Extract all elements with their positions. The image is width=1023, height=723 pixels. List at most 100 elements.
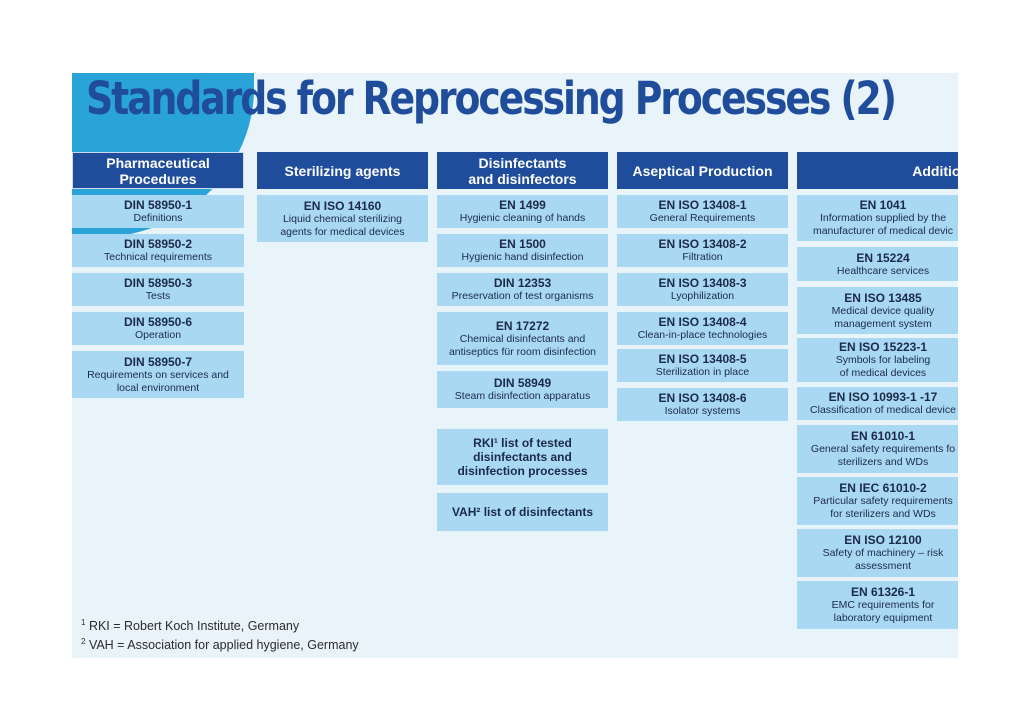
standard-desc: Requirements on services and local envir… [87,368,229,394]
standard-code: EN ISO 13408-1 [658,198,747,212]
standard-desc: Operation [134,329,182,341]
column-header: Addition [797,152,958,189]
footnote-text: VAH = Association for applied hygiene, G… [88,638,359,653]
footnote-vah: 2 VAH = Association for applied hygiene,… [81,634,359,653]
column-header: Aseptical Production [617,152,788,189]
standard-desc: Particular safety requirements for steri… [813,495,953,520]
footnote-rki: 1 RKI = Robert Koch Institute, Germany [81,615,359,634]
standard-desc: EMC requirements for laboratory equipmen… [831,599,935,624]
standard-code: EN 61326-1 [850,585,916,599]
standard-desc: Hygienic hand disinfection [461,251,584,263]
standard-code: EN 1041 [859,198,907,212]
standard-desc: General safety requirements fo sterilize… [810,443,956,468]
standard-code: EN ISO 13408-5 [658,352,747,366]
standard-desc: Tests [145,290,171,302]
standard-code: EN ISO 13408-4 [658,315,747,329]
page-title: Standards for Reprocessing Processes (2) [86,73,897,125]
footnote-mark: 1 [81,618,86,627]
standard-desc: Preservation of test organisms [451,290,594,302]
standard-desc: Safety of machinery – risk assessment [822,547,944,572]
standard-code: DIN 58950-3 [123,276,193,290]
standard-desc: Medical device quality management system [831,304,935,330]
column-header: Sterilizing agents [257,152,428,189]
standard-code: DIN 58950-2 [123,237,193,251]
column-header: Pharmaceutical Procedures [72,152,244,189]
standard-desc: Steam disinfection apparatus [454,390,591,402]
standard-code: EN ISO 12100 [844,533,922,547]
standard-desc: Filtration [682,251,723,263]
standard-code: EN ISO 13408-6 [658,391,747,405]
standard-code: EN ISO 14160 [303,198,382,213]
standard-code: DIN 58950-1 [123,198,193,212]
slide: Standards for Reprocessing Processes (2)… [72,73,958,658]
footnotes: 1 RKI = Robert Koch Institute, Germany 2… [81,615,359,653]
standard-code: DIN 58950-6 [123,315,193,329]
standard-code: DIN 58949 [493,376,552,390]
standard-code: EN 17272 [495,318,550,333]
standard-code: EN ISO 10993-1 -17 [828,390,938,404]
vah-list-label: VAH² list of disinfectants [451,505,594,519]
standard-code: EN 1500 [499,237,546,251]
footnote-text: RKI = Robert Koch Institute, Germany [88,619,300,634]
standard-code: EN 15224 [856,250,910,265]
standard-desc: General Requirements [649,212,756,224]
standard-code: EN IEC 61010-2 [839,481,927,495]
column-header: Disinfectants and disinfectors [437,152,608,189]
standard-desc: Liquid chemical sterilizing agents for m… [280,212,405,238]
standard-desc: Symbols for labeling of medical devices [835,354,931,379]
rki-list-label: RKI¹ list of tested disinfectants and di… [457,436,588,478]
standard-desc: Definitions [133,212,183,224]
standard-code: EN ISO 13408-3 [658,276,747,290]
standard-desc: Chemical disinfectants and antiseptics f… [448,332,597,358]
standard-desc: Information supplied by the manufacturer… [812,212,954,237]
standard-card: RKI¹ list of tested disinfectants and di… [437,429,608,485]
standard-desc: Hygienic cleaning of hands [459,212,586,224]
standard-code: EN 61010-1 [850,429,916,443]
standard-code: EN ISO 13485 [844,290,922,305]
standard-desc: Classification of medical device [810,404,956,416]
standard-code: DIN 58950-7 [123,354,193,369]
footnote-mark: 2 [81,637,86,647]
standard-code: EN 1499 [499,198,546,212]
standard-desc: Technical requirements [104,251,212,263]
standard-desc: Isolator systems [664,405,741,417]
standard-desc: Sterilization in place [655,366,750,378]
standard-code: EN ISO 13408-2 [658,237,747,251]
standard-code: DIN 12353 [493,276,552,290]
standard-desc: Healthcare services [836,264,930,277]
standard-desc: Lyophilization [670,290,735,302]
standard-card: VAH² list of disinfectants [437,493,608,531]
standard-code: EN ISO 15223-1 [838,340,928,354]
